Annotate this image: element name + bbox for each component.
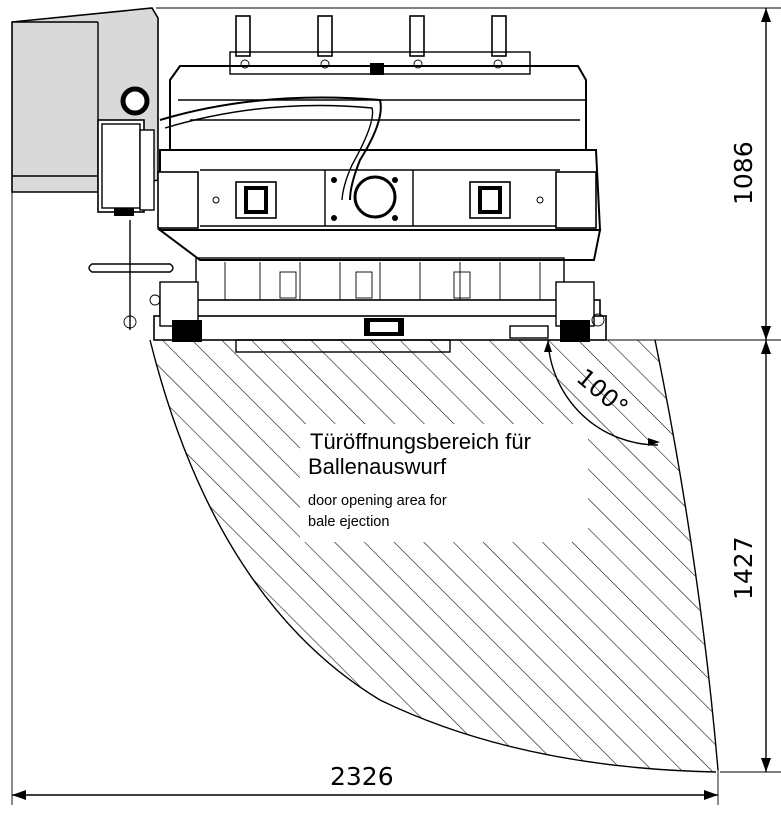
dimension-top-height: 1086 (729, 141, 758, 205)
label-de-line1: Türöffnungsbereich für (310, 429, 531, 454)
label-en-line2: bale ejection (308, 514, 389, 530)
door-opening-area (149, 339, 719, 773)
dimension-door-height: 1427 (729, 536, 758, 600)
label-de-line2: Ballenauswurf (308, 454, 447, 479)
door-area-label: Türöffnungsbereich für Ballenauswurf doo… (308, 429, 531, 530)
label-en-line1: door opening area for (308, 493, 447, 509)
electrical-box (97, 119, 155, 216)
door-frame (149, 281, 607, 353)
baler-machine (11, 7, 607, 353)
cylinder-left (235, 181, 277, 219)
dimension-lines (11, 7, 781, 805)
cylinder-right (469, 181, 511, 219)
top-posts (229, 15, 531, 75)
gauge (120, 86, 150, 116)
central-port (353, 175, 397, 219)
label-background (300, 424, 588, 542)
dimension-width: 2326 (330, 762, 394, 791)
